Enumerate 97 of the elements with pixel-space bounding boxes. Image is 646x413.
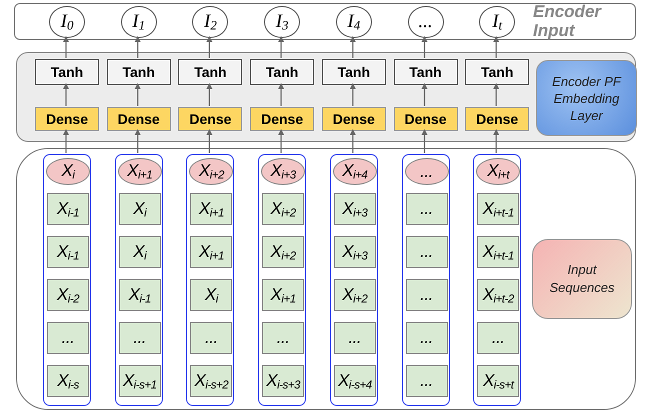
- sequence-element-box: X$_{i-1}$: [47, 236, 89, 268]
- arrow: [350, 83, 356, 106]
- tanh-box: Tanh: [394, 59, 458, 85]
- dense-box: Dense: [394, 107, 458, 131]
- tanh-box: Tanh: [178, 59, 242, 85]
- sequence-element-box: ...: [406, 193, 448, 225]
- current-element-ellipse: X$_{i+3}$: [261, 158, 306, 185]
- sequence-element-box: X$_{i+2}$: [334, 279, 376, 311]
- sequence-column: [186, 154, 234, 406]
- current-element-ellipse: X$_{i+1}$: [118, 158, 162, 185]
- current-element-ellipse: X$_{i+4}$: [332, 158, 377, 185]
- sequence-element-box: X$_{i+1}$: [190, 236, 232, 268]
- current-element-ellipse: X$_{i+t}$: [476, 158, 520, 185]
- sequence-element-box: ...: [118, 322, 161, 354]
- sequence-element-box: X$_{i}$: [190, 279, 232, 311]
- sequence-element-box: X$_{i+t-1}$: [477, 193, 520, 225]
- arrow: [350, 36, 356, 58]
- band-title: Encoder Input: [533, 2, 603, 40]
- input-circle: I$_{2}$: [192, 6, 228, 38]
- dense-box: Dense: [106, 107, 171, 131]
- sequence-element-box: ...: [406, 279, 448, 311]
- dense-box: Dense: [322, 107, 386, 131]
- layer-label-box: Input Sequences: [532, 239, 632, 319]
- sequence-column: [43, 154, 91, 406]
- embedding-layer-panel: [16, 52, 636, 142]
- sequence-element-box: X$_{i-s+t}$: [477, 365, 520, 397]
- sequence-element-box: ...: [190, 322, 232, 354]
- arrow: [493, 129, 500, 153]
- sequence-element-box: X$_{i+2}$: [262, 236, 304, 268]
- dense-box: Dense: [250, 107, 314, 131]
- sequence-element-box: X$_{i-s+2}$: [190, 365, 232, 397]
- sequence-element-box: X$_{i+t-1}$: [477, 236, 520, 268]
- arrow: [493, 36, 500, 58]
- sequence-element-box: X$_{i-1}$: [118, 279, 161, 311]
- sequence-element-box: X$_{i-s+4}$: [334, 365, 376, 397]
- input-circle: I$_{t}$: [479, 6, 516, 38]
- arrow: [206, 129, 212, 153]
- tanh-box: Tanh: [250, 59, 314, 85]
- sequence-element-box: X$_{i-s+1}$: [118, 365, 161, 397]
- sequence-element-box: X$_{i-s+3}$: [262, 365, 304, 397]
- arrow: [422, 36, 428, 58]
- sequence-element-box: X$_{i+1}$: [262, 279, 304, 311]
- tanh-box: Tanh: [106, 59, 171, 85]
- sequence-element-box: X$_{i+3}$: [334, 236, 376, 268]
- dense-box: Dense: [178, 107, 242, 131]
- current-element-ellipse: ...: [404, 158, 448, 185]
- arrow: [422, 129, 428, 153]
- sequence-column: [473, 154, 522, 406]
- arrow: [134, 83, 141, 106]
- arrow: [278, 129, 284, 153]
- arrow: [206, 36, 212, 58]
- input-circle: I$_{1}$: [120, 6, 157, 38]
- arrow: [206, 83, 212, 106]
- sequence-column: [402, 154, 450, 406]
- sequence-column: [330, 154, 378, 406]
- input-circle: I$_{0}$: [49, 6, 85, 38]
- input-circle: ...: [408, 6, 444, 38]
- encoder-input-band: [14, 3, 636, 40]
- arrow: [134, 129, 141, 153]
- input-circle: I$_{4}$: [336, 6, 372, 38]
- sequence-element-box: ...: [406, 322, 448, 354]
- dense-box: Dense: [465, 107, 530, 131]
- input-circle: I$_{3}$: [264, 6, 300, 38]
- sequence-element-box: ...: [334, 322, 376, 354]
- sequence-element-box: ...: [477, 322, 520, 354]
- sequence-element-box: X$_{i}$: [118, 236, 161, 268]
- arrow: [278, 36, 284, 58]
- sequence-column: [114, 154, 163, 406]
- layer-label-box: Encoder PF Embedding Layer: [536, 60, 637, 136]
- current-element-ellipse: X$_{i}$: [46, 158, 90, 185]
- arrow: [134, 36, 141, 58]
- input-sequences-panel: [16, 148, 636, 410]
- arrow: [63, 129, 69, 153]
- tanh-box: Tanh: [322, 59, 386, 85]
- arrow: [63, 83, 69, 106]
- arrow: [350, 129, 356, 153]
- sequence-element-box: X$_{i+t-2}$: [477, 279, 520, 311]
- tanh-box: Tanh: [465, 59, 530, 85]
- sequence-column: [258, 154, 306, 406]
- sequence-element-box: X$_{i+1}$: [190, 193, 232, 225]
- arrow: [493, 83, 500, 106]
- sequence-element-box: X$_{i-s}$: [47, 365, 89, 397]
- sequence-element-box: X$_{i+2}$: [262, 193, 304, 225]
- arrow: [278, 83, 284, 106]
- current-element-ellipse: X$_{i+2}$: [189, 158, 234, 185]
- tanh-box: Tanh: [35, 59, 99, 85]
- sequence-element-box: X$_{i}$: [118, 193, 161, 225]
- sequence-element-box: X$_{i-1}$: [47, 193, 89, 225]
- sequence-element-box: X$_{i+3}$: [334, 193, 376, 225]
- sequence-element-box: ...: [262, 322, 304, 354]
- sequence-element-box: ...: [406, 365, 448, 397]
- sequence-element-box: ...: [406, 236, 448, 268]
- arrow: [63, 36, 69, 58]
- sequence-element-box: X$_{i-2}$: [47, 279, 89, 311]
- dense-box: Dense: [35, 107, 99, 131]
- sequence-element-box: ...: [47, 322, 89, 354]
- arrow: [422, 83, 428, 106]
